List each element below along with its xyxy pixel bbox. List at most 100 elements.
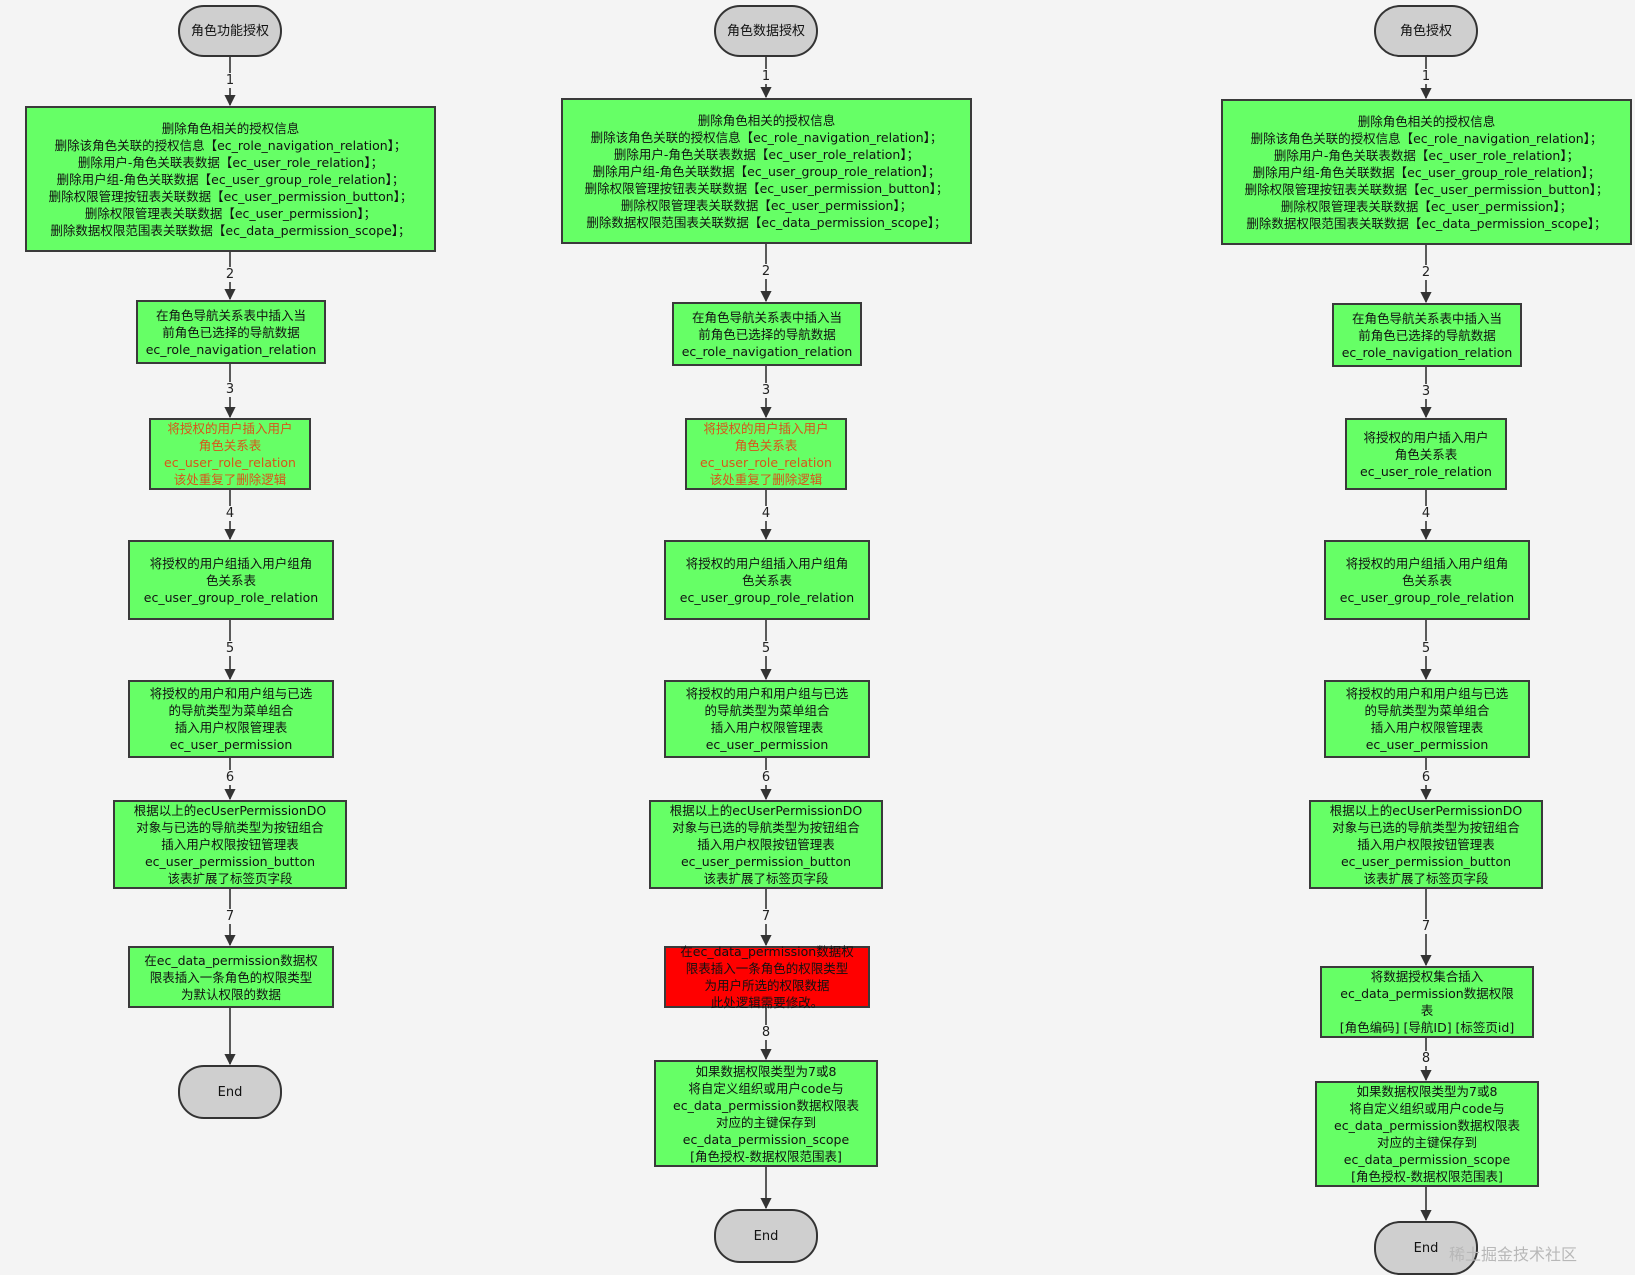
step-text-line: 在ec_data_permission数据权 <box>680 944 854 959</box>
step-text-line: 删除该角色关联的授权信息【ec_role_navigation_relation… <box>54 137 407 153</box>
step-text-line: 此处逻辑需要修改。 <box>710 995 824 1010</box>
process-step-7: 将数据授权集合插入 ec_data_permission数据权限表 [角色编码] [… <box>1320 966 1534 1038</box>
step-text-line: ec_user_role_relation <box>164 455 296 470</box>
edge-label: 5 <box>1416 641 1436 656</box>
step-text-line: 删除数据权限范围表关联数据【ec_data_permission_scope】； <box>1246 215 1607 231</box>
end-terminal: End <box>714 1209 818 1263</box>
edge-label: 5 <box>220 641 240 656</box>
step-text-line: ec_data_permission_scope <box>1343 1152 1511 1167</box>
step-text-line: 将授权的用户和用户组与已选 <box>1345 686 1509 701</box>
step-text-line: 色关系表 <box>1401 572 1452 588</box>
step-text-line: 限表插入一条角色的权限类型 <box>149 969 313 985</box>
step-text-line: 如果数据权限类型为7或8 <box>1356 1084 1498 1099</box>
step-text-line: 将自定义组织或用户code与 <box>688 1080 844 1096</box>
step-text-line: 删除数据权限范围表关联数据【ec_data_permission_scope】； <box>50 222 411 238</box>
step-text-line: 删除角色相关的授权信息 <box>697 112 836 128</box>
edge-label: 1 <box>756 68 776 84</box>
process-step-1: 删除角色相关的授权信息删除该角色关联的授权信息【ec_role_navigati… <box>1221 99 1632 245</box>
step-text-line: 将数据授权集合插入 <box>1370 969 1484 984</box>
step-text-line: ec_data_permission数据权限 <box>1340 986 1514 1001</box>
step-text-line: [角色编码] [导航ID] [标签页id] <box>1339 1020 1515 1035</box>
step-text-line: 插入用户权限按钮管理表 <box>161 837 299 852</box>
end-terminal: End <box>178 1065 282 1119</box>
edge-label: 6 <box>1416 770 1436 785</box>
edge-label: 6 <box>220 770 240 785</box>
step-text-line: 根据以上的ecUserPermissionDO <box>1329 803 1523 818</box>
step-text-line: ec_data_permission数据权限表 <box>1334 1118 1520 1133</box>
step-text-line: ec_user_permission_button <box>144 854 316 869</box>
edge-label: 4 <box>756 506 776 521</box>
step-text-line: 该表扩展了标签页字段 <box>703 871 829 886</box>
step-text-line: 将授权的用户组插入用户组角 <box>149 555 313 571</box>
edge-label: 4 <box>220 506 240 521</box>
step-text-line: 删除用户组-角色关联数据【ec_user_group_role_relation… <box>56 171 405 187</box>
step-text-line: 对应的主键保存到 <box>715 1114 816 1130</box>
step-text-line: 删除用户-角色关联表数据【ec_user_role_relation】； <box>613 146 920 162</box>
step-text-line: 的导航类型为菜单组合 <box>704 703 830 718</box>
step-text-line: 该表扩展了标签页字段 <box>1363 871 1489 886</box>
step-text-line: 角色关系表 <box>734 438 798 453</box>
step-text-line: ec_user_permission <box>169 737 293 752</box>
step-text-line: 对象与已选的导航类型为按钮组合 <box>1332 820 1520 835</box>
step-text-line: 的导航类型为菜单组合 <box>168 703 294 718</box>
step-text-line: 将授权的用户插入用户 <box>167 421 293 436</box>
step-text-line: 对象与已选的导航类型为按钮组合 <box>672 820 860 835</box>
step-text-line: 删除角色相关的授权信息 <box>161 120 300 136</box>
step-text-line: 删除用户-角色关联表数据【ec_user_role_relation】； <box>1273 147 1580 163</box>
step-text-line: 色关系表 <box>741 572 792 588</box>
edge-label: 5 <box>756 641 776 656</box>
step-text-line: 删除权限管理表关联数据【ec_user_permission】； <box>620 197 913 213</box>
edge-label: 3 <box>220 382 240 397</box>
process-step-1: 删除角色相关的授权信息删除该角色关联的授权信息【ec_role_navigati… <box>561 98 972 244</box>
step-text-line: 该处重复了删除逻辑 <box>173 472 287 487</box>
edge-label: 3 <box>1416 383 1436 399</box>
step-text-line: ec_user_group_role_relation <box>679 589 855 605</box>
step-text-line: 为用户所选的权限数据 <box>704 978 830 993</box>
step-text-line: 删除角色相关的授权信息 <box>1357 113 1496 129</box>
step-text-line: [角色授权-数据权限范围表] <box>1351 1169 1503 1184</box>
step-text-line: 删除用户组-角色关联数据【ec_user_group_role_relation… <box>1252 164 1601 180</box>
step-text-line: 在ec_data_permission数据权 <box>144 952 318 968</box>
step-text-line: 前角色已选择的导航数据 <box>1358 327 1496 343</box>
step-text-line: 删除权限管理按钮表关联数据【ec_user_permission_button】… <box>1244 181 1609 197</box>
step-text-line: 插入用户权限按钮管理表 <box>697 837 835 852</box>
edge-label: 2 <box>220 267 240 282</box>
step-text-line: ec_user_group_role_relation <box>1339 589 1515 605</box>
step-text-line: ec_role_navigation_relation <box>681 343 853 359</box>
step-text-line: 删除用户-角色关联表数据【ec_user_role_relation】； <box>77 154 384 170</box>
step-text-line: 前角色已选择的导航数据 <box>698 326 836 342</box>
step-text-line: ec_user_role_relation <box>1360 463 1492 479</box>
step-text-line: ec_user_permission_button <box>680 854 852 869</box>
step-text-line: 对象与已选的导航类型为按钮组合 <box>136 820 324 835</box>
edge-label: 8 <box>756 1025 776 1040</box>
step-text-line: 对应的主键保存到 <box>1376 1135 1477 1150</box>
end-terminal: End <box>1374 1221 1478 1275</box>
step-text-line: 的导航类型为菜单组合 <box>1364 703 1490 718</box>
step-text-line: ec_user_permission <box>1365 737 1489 752</box>
edge-label: 2 <box>1416 265 1436 280</box>
step-text-line: 将授权的用户和用户组与已选 <box>685 686 849 701</box>
step-text-line: 将自定义组织或用户code与 <box>1349 1101 1505 1116</box>
step-text-line: [角色授权-数据权限范围表] <box>690 1148 842 1164</box>
step-text-line: 删除该角色关联的授权信息【ec_role_navigation_relation… <box>1250 130 1603 146</box>
step-text-line: ec_role_navigation_relation <box>1341 344 1513 360</box>
edge-label: 6 <box>756 770 776 785</box>
step-text-line: 为默认权限的数据 <box>180 986 281 1002</box>
step-text-line: 表 <box>1420 1003 1434 1018</box>
step-text-line: 删除用户组-角色关联数据【ec_user_group_role_relation… <box>592 163 941 179</box>
step-text-line: 删除该角色关联的授权信息【ec_role_navigation_relation… <box>590 129 943 145</box>
step-text-line: ec_role_navigation_relation <box>145 341 317 357</box>
step-text-line: 在角色导航关系表中插入当 <box>155 307 306 323</box>
